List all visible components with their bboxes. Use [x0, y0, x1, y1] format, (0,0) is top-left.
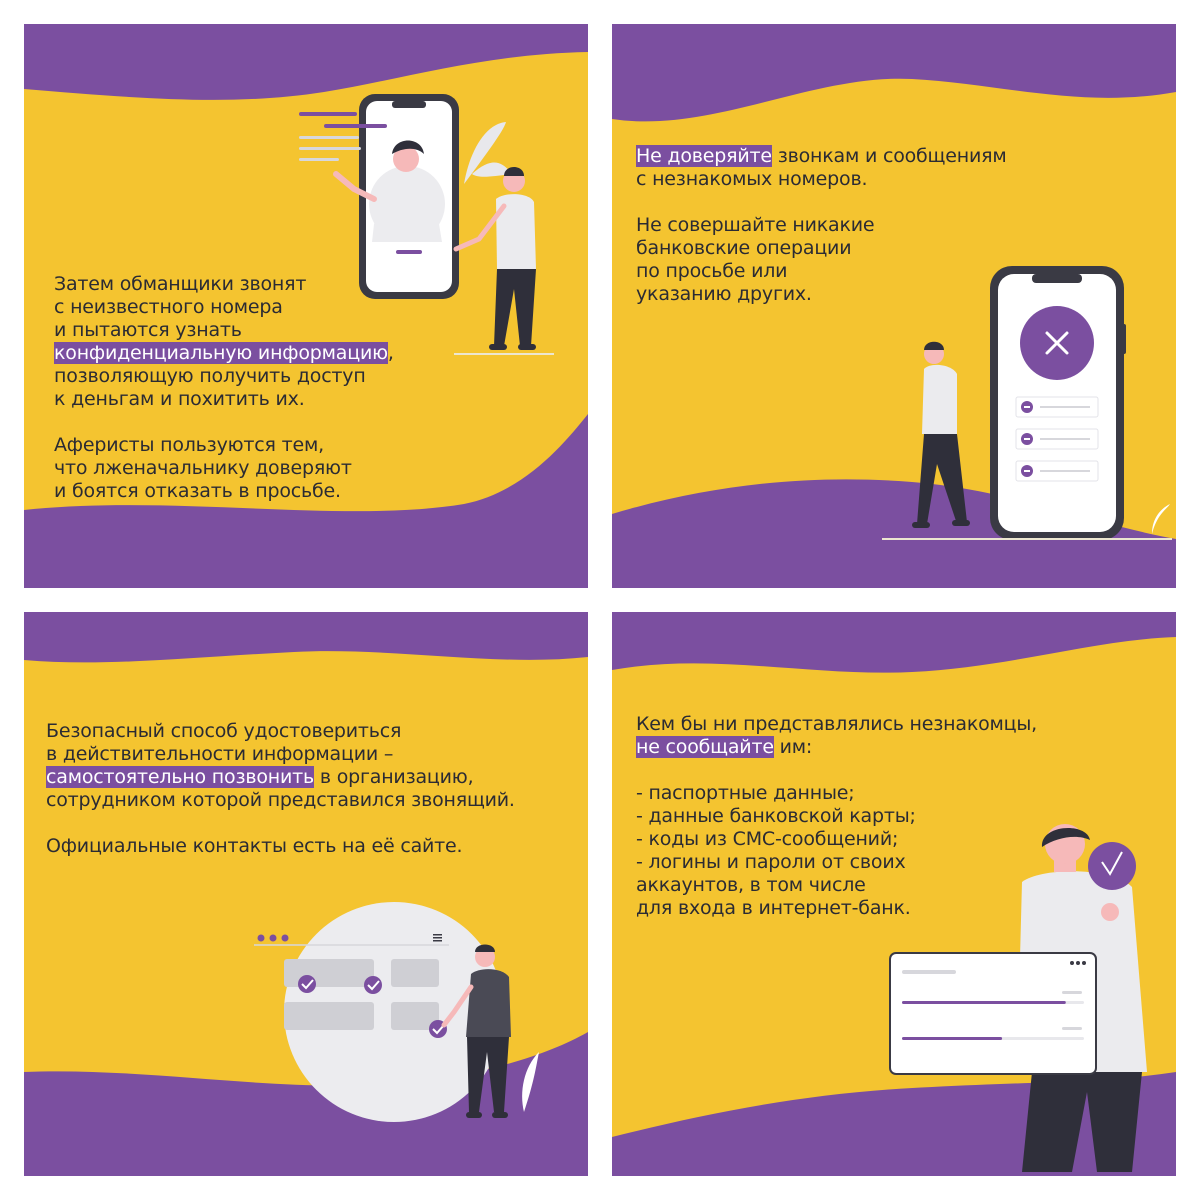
line-text: позволяющую получить доступ: [54, 365, 366, 387]
wave-background: [24, 24, 588, 588]
line-text: и боятся отказать в просьбе.: [54, 480, 341, 502]
person-icon: [441, 944, 511, 1118]
line-text: аккаунтов, в том числе: [636, 874, 866, 896]
text-line: и пытаются узнать: [54, 319, 394, 342]
text-line: - данные банковской карты;: [636, 805, 1037, 828]
text-line: самостоятельно позвонить в организацию,: [46, 766, 515, 789]
text-line: что лженачальнику доверяют: [54, 457, 394, 480]
card-4-text: Кем бы ни представлялись незнакомцы, не …: [636, 713, 1037, 920]
card-2-text: Не доверяйте звонкам и сообщениям с незн…: [636, 145, 1007, 306]
highlighted-text: не сообщайте: [636, 736, 774, 758]
minus-icon: [1015, 460, 1099, 482]
person-icon: [453, 167, 536, 350]
text-line: - паспортные данные;: [636, 782, 1037, 805]
info-card-3: Безопасный способ удостовериться в дейст…: [24, 612, 588, 1176]
line-text: - данные банковской карты;: [636, 805, 916, 827]
line-text: с незнакомых номеров.: [636, 168, 868, 190]
info-card-2: Не доверяйте звонкам и сообщениям с незн…: [612, 24, 1176, 588]
text-line: Кем бы ни представлялись незнакомцы,: [636, 713, 1037, 736]
text-line: Безопасный способ удостовериться: [46, 720, 515, 743]
text-line: Аферисты пользуются тем,: [54, 434, 394, 457]
minus-icon: [1015, 396, 1099, 418]
highlighted-text: Не доверяйте: [636, 145, 772, 167]
line-text: Безопасный способ удостовериться: [46, 720, 402, 742]
browser-card: [889, 952, 1097, 1075]
menu-icon: [433, 934, 442, 942]
line-text: в организацию,: [314, 766, 474, 788]
text-line: Не совершайте никакие: [636, 214, 1006, 237]
line-text: по просьбе или: [636, 260, 788, 282]
text-line: позволяющую получить доступ: [54, 365, 394, 388]
data-privacy-illustration: [889, 824, 1147, 1172]
phone-call-illustration: [299, 94, 554, 355]
line-text: для входа в интернет-банк.: [636, 897, 911, 919]
text-line: - коды из СМС-сообщений;: [636, 828, 1037, 851]
text-line: - логины и пароли от своих: [636, 851, 1037, 874]
highlighted-text: конфиденциальную информацию: [54, 342, 388, 364]
line-text: банковские операции: [636, 237, 852, 259]
line-text: Официальные контакты есть на её сайте.: [46, 835, 463, 857]
line-text: с неизвестного номера: [54, 296, 283, 318]
progress-bar: [902, 1037, 1003, 1040]
progress-bar: [902, 1001, 1066, 1004]
line-text: Не совершайте никакие: [636, 214, 875, 236]
text-line: не сообщайте им:: [636, 736, 1037, 759]
leaf-icon: [464, 122, 512, 184]
highlighted-text: самостоятельно позвонить: [46, 766, 315, 788]
line-text: - логины и пароли от своих: [636, 851, 906, 873]
text-line: для входа в интернет-банк.: [636, 897, 1037, 920]
text-line: сотрудником которой представился звонящи…: [46, 789, 515, 812]
text-line: банковские операции: [636, 237, 1006, 260]
text-line: с незнакомых номеров.: [636, 168, 1006, 191]
info-card-1: Затем обманщики звонят с неизвестного но…: [24, 24, 588, 588]
line-text: им:: [773, 736, 813, 758]
line-text: в действительности информации –: [46, 743, 394, 765]
close-icon: [1020, 306, 1094, 380]
text-line: Официальные контакты есть на её сайте.: [46, 835, 515, 858]
blocked-call-illustration: [882, 266, 1172, 540]
line-text: - паспортные данные;: [636, 782, 855, 804]
checkmark-icon: [1088, 842, 1136, 890]
line-text: ,: [387, 342, 394, 364]
text-line: к деньгам и похитить их.: [54, 388, 394, 411]
text-line: Не доверяйте звонкам и сообщениям: [636, 145, 1007, 168]
text-line: в действительности информации –: [46, 743, 515, 766]
line-text: к деньгам и похитить их.: [54, 388, 305, 410]
minus-icon: [1015, 428, 1099, 450]
line-text: сотрудником которой представился звонящи…: [46, 789, 515, 811]
card-3-text: Безопасный способ удостовериться в дейст…: [46, 720, 515, 858]
text-line: по просьбе или: [636, 260, 1006, 283]
text-line: и боятся отказать в просьбе.: [54, 480, 394, 503]
text-line: Затем обманщики звонят: [54, 273, 394, 296]
line-text: - коды из СМС-сообщений;: [636, 828, 899, 850]
line-text: Аферисты пользуются тем,: [54, 434, 324, 456]
card-1-text: Затем обманщики звонят с неизвестного но…: [54, 273, 394, 503]
text-line: с неизвестного номера: [54, 296, 394, 319]
text-line: аккаунтов, в том числе: [636, 874, 1037, 897]
line-text: что лженачальнику доверяют: [54, 457, 352, 479]
more-icon: [257, 934, 289, 942]
checkmark-icon: [364, 976, 382, 994]
line-text: Затем обманщики звонят: [54, 273, 307, 295]
line-text: Кем бы ни представлялись незнакомцы,: [636, 713, 1038, 735]
website-checklist-illustration: [254, 902, 539, 1122]
line-text: звонкам и сообщениям: [771, 145, 1007, 167]
text-line: конфиденциальную информацию,: [54, 342, 394, 365]
checkmark-icon: [298, 975, 316, 993]
line-text: указанию других.: [636, 283, 812, 305]
line-text: и пытаются узнать: [54, 319, 242, 341]
wave-background: [24, 612, 588, 1176]
more-icon: [1070, 961, 1086, 965]
text-line: указанию других.: [636, 283, 1006, 306]
person-icon: [333, 140, 445, 242]
person-icon: [912, 341, 970, 528]
info-card-4: Кем бы ни представлялись незнакомцы, не …: [612, 612, 1176, 1176]
